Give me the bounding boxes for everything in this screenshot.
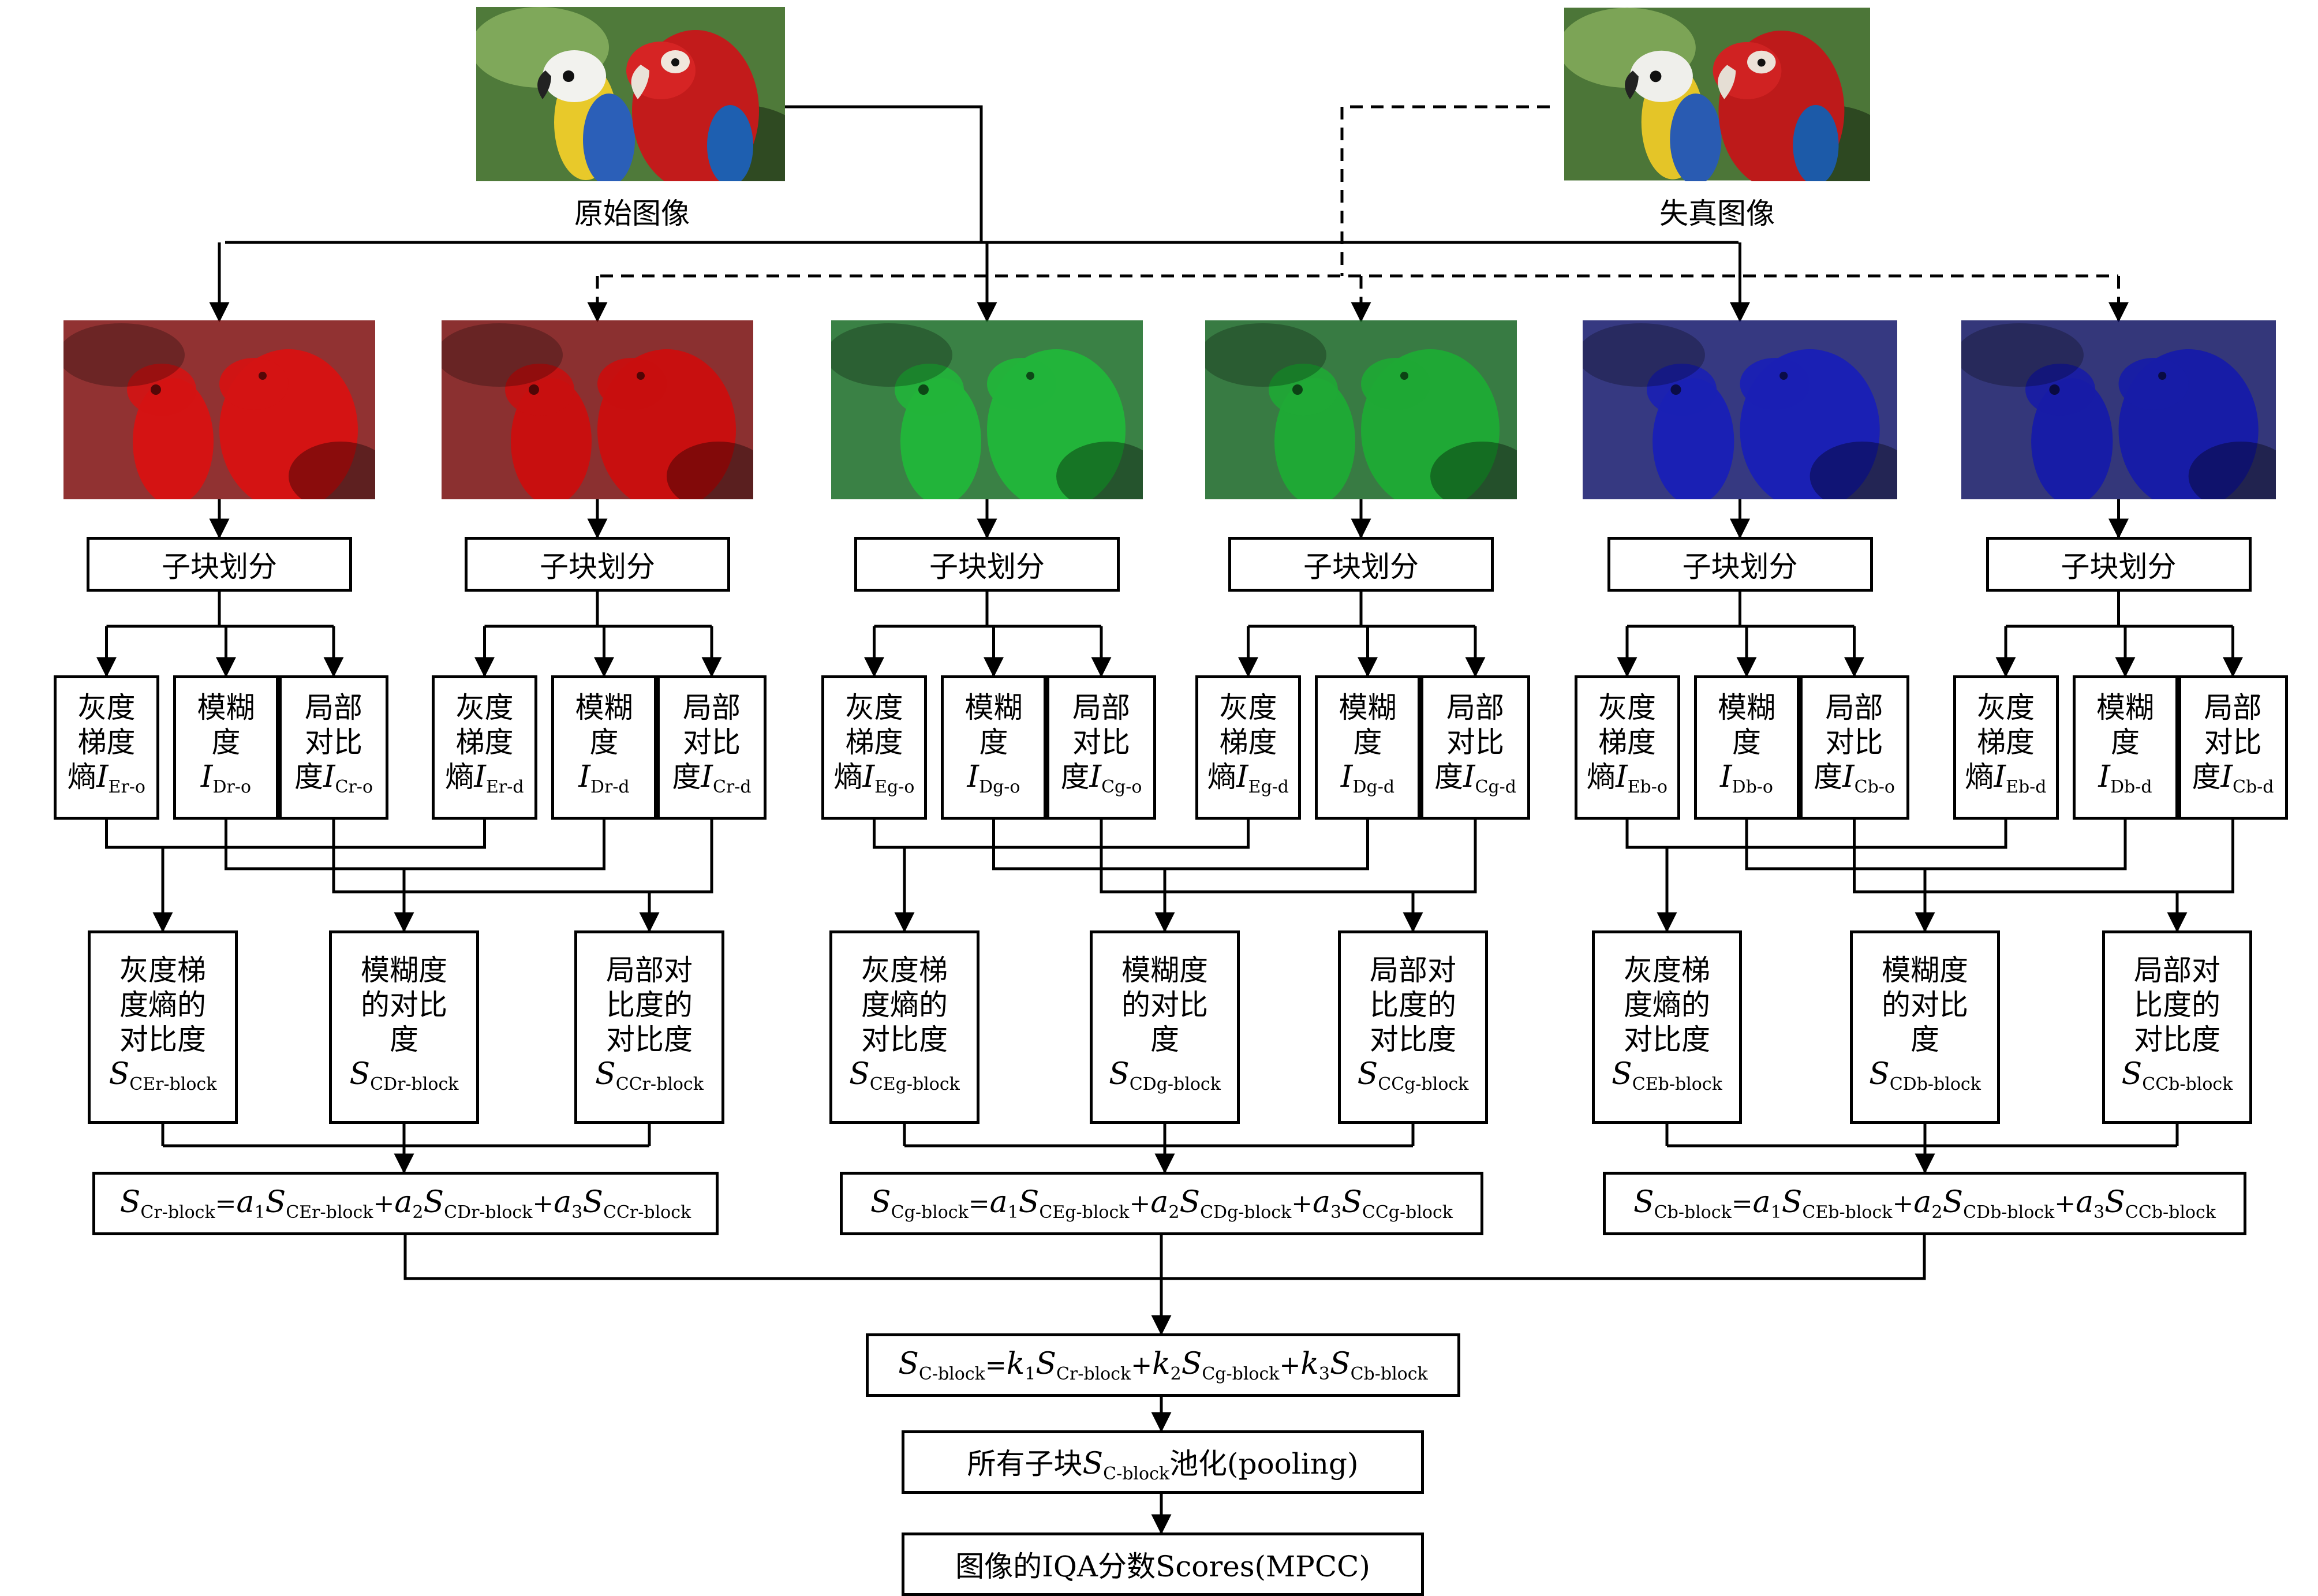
feature-box-r-d-0: 灰度 梯度 熵IEr-d: [432, 675, 537, 820]
feature-box-b-o-0: 灰度 梯度 熵IEb-o: [1574, 675, 1680, 820]
feature-box-b-d-2: 局部 对比 度ICb-d: [2178, 675, 2288, 820]
split-box-b-o: 子块划分: [1607, 537, 1873, 592]
feature-pair-line: [105, 820, 486, 849]
distorted-image: [1564, 7, 1870, 181]
distorted-image-caption: 失真图像: [1659, 197, 1775, 230]
feature-pair-line: [873, 820, 1250, 849]
feature-box-g-o-2: 局部 对比 度ICg-o: [1046, 675, 1156, 820]
distorted-feed-line: [1340, 105, 1550, 276]
formula-combined: SC-block=k1SCr-block+k2SCg-block+k3SCb-b…: [866, 1333, 1460, 1397]
channel-image-g-o: [831, 320, 1143, 499]
feature-pair-line: [992, 820, 1369, 870]
feature-box-r-d-1: 模糊 度 IDr-d: [551, 675, 657, 820]
channel-image-b-o: [1583, 320, 1897, 499]
feature-pair-line: [1100, 820, 1477, 894]
formula-green: SCg-block=a1SCEg-block+a2SCDg-block+a3SC…: [840, 1172, 1483, 1235]
original-image: [476, 7, 785, 181]
feature-box-b-o-1: 模糊 度 IDb-o: [1693, 675, 1800, 820]
split-box-g-d: 子块划分: [1228, 537, 1494, 592]
formula-blue: SCb-block=a1SCEb-block+a2SCDb-block+a3SC…: [1603, 1172, 2246, 1235]
feature-box-r-o-1: 模糊 度 IDr-o: [173, 675, 279, 820]
feature-box-g-d-2: 局部 对比 度ICg-d: [1420, 675, 1530, 820]
feature-box-g-d-1: 模糊 度 IDg-d: [1315, 675, 1420, 820]
feature-pair-line: [1745, 820, 2127, 870]
feature-box-g-d-0: 灰度 梯度 熵IEg-d: [1195, 675, 1301, 820]
split-box-b-d: 子块划分: [1986, 537, 2252, 592]
channel-image-b-d: [1961, 320, 2276, 499]
channel-image-g-d: [1205, 320, 1517, 499]
iqa-score-box: 图像的IQA分数Scores(MPCC): [902, 1533, 1424, 1596]
feature-pair-line: [332, 820, 713, 894]
split-box-g-o: 子块划分: [854, 537, 1120, 592]
feature-box-b-d-1: 模糊 度 IDb-d: [2072, 675, 2178, 820]
feature-pair-line: [225, 820, 605, 870]
feature-box-b-o-2: 局部 对比 度ICb-o: [1799, 675, 1909, 820]
feature-pair-line: [1625, 820, 2007, 849]
feature-box-r-o-2: 局部 对比 度ICr-o: [279, 675, 388, 820]
feature-box-b-d-0: 灰度 梯度 熵IEb-d: [1953, 675, 2059, 820]
original-feed-line: [785, 105, 983, 242]
split-box-r-d: 子块划分: [465, 537, 730, 592]
channel-image-r-d: [442, 320, 753, 499]
feature-box-r-o-0: 灰度 梯度 熵IEr-o: [54, 675, 159, 820]
feature-box-g-o-0: 灰度 梯度 熵IEg-o: [821, 675, 927, 820]
feature-box-g-o-1: 模糊 度 IDg-o: [941, 675, 1046, 820]
original-image-caption: 原始图像: [574, 197, 690, 230]
feature-box-r-d-2: 局部 对比 度ICr-d: [657, 675, 767, 820]
split-box-r-o: 子块划分: [87, 537, 352, 592]
formula-red: SCr-block=a1SCEr-block+a2SCDr-block+a3SC…: [92, 1172, 719, 1235]
pooling-box: 所有子块SC-block池化(pooling): [902, 1430, 1424, 1494]
feature-pair-line: [1853, 820, 2234, 894]
formula-bus-line: [403, 1235, 1926, 1280]
channel-image-r-o: [63, 320, 375, 499]
